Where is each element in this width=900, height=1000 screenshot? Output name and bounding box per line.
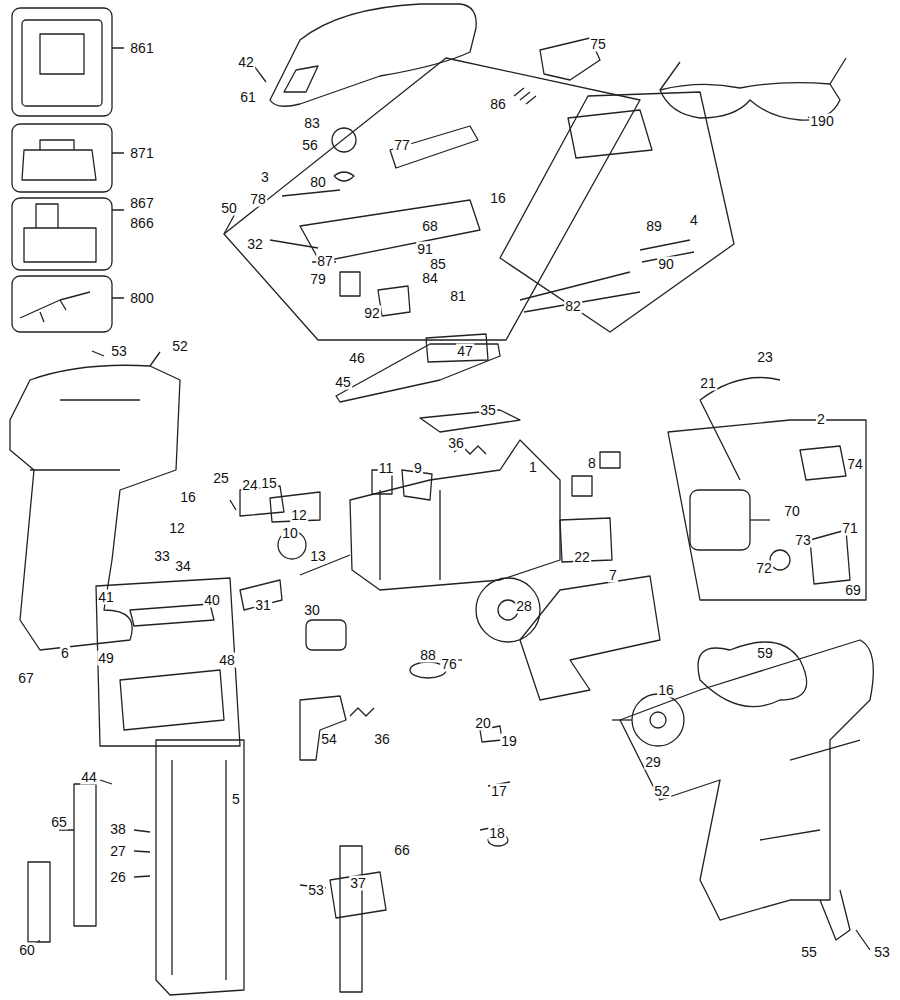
callout-number: 37 bbox=[349, 876, 367, 891]
callout-number: 55 bbox=[800, 945, 818, 960]
callout-number: 69 bbox=[844, 583, 862, 598]
callout-number: 19 bbox=[500, 734, 518, 749]
callout-number: 17 bbox=[490, 784, 508, 799]
callout-number: 867 bbox=[129, 196, 154, 211]
callout-number: 10 bbox=[281, 526, 299, 541]
callout-number: 84 bbox=[421, 271, 439, 286]
callout-number: 23 bbox=[756, 350, 774, 365]
callout-number: 3 bbox=[260, 170, 270, 185]
callout-number: 7 bbox=[608, 568, 618, 583]
callout-number: 65 bbox=[50, 815, 68, 830]
callout-number: 18 bbox=[488, 826, 506, 841]
callout-number: 86 bbox=[489, 97, 507, 112]
callout-number: 75 bbox=[589, 37, 607, 52]
callout-number: 31 bbox=[254, 598, 272, 613]
callout-number: 85 bbox=[429, 257, 447, 272]
callout-number: 36 bbox=[373, 732, 391, 747]
callout-number: 1 bbox=[528, 460, 538, 475]
callout-number: 91 bbox=[416, 242, 434, 257]
callout-number: 47 bbox=[456, 344, 474, 359]
callout-number: 83 bbox=[303, 116, 321, 131]
callout-number: 48 bbox=[218, 653, 236, 668]
callout-number: 13 bbox=[309, 549, 327, 564]
callout-number: 45 bbox=[334, 375, 352, 390]
callout-number: 54 bbox=[320, 732, 338, 747]
callout-number: 41 bbox=[97, 590, 115, 605]
callout-number: 861 bbox=[129, 41, 154, 56]
callout-number: 40 bbox=[203, 593, 221, 608]
callout-number: 16 bbox=[489, 191, 507, 206]
callout-number: 35 bbox=[479, 403, 497, 418]
callout-number: 50 bbox=[220, 201, 238, 216]
callout-number: 16 bbox=[179, 490, 197, 505]
callout-number: 36 bbox=[447, 436, 465, 451]
callout-number: 77 bbox=[393, 138, 411, 153]
callout-number: 8 bbox=[587, 456, 597, 471]
callout-number: 12 bbox=[290, 508, 308, 523]
callout-number: 22 bbox=[573, 550, 591, 565]
callout-number: 68 bbox=[421, 219, 439, 234]
callout-number: 87 bbox=[316, 254, 334, 269]
callout-number: 11 bbox=[378, 461, 395, 476]
callout-number: 28 bbox=[515, 599, 533, 614]
callout-number: 74 bbox=[846, 457, 864, 472]
callout-number: 9 bbox=[413, 461, 423, 476]
callout-number: 27 bbox=[109, 844, 127, 859]
callout-number: 90 bbox=[657, 257, 675, 272]
callout-number: 80 bbox=[309, 175, 327, 190]
callout-number: 34 bbox=[174, 559, 192, 574]
callout-number: 44 bbox=[80, 770, 98, 785]
callout-number: 59 bbox=[756, 646, 774, 661]
callout-number: 78 bbox=[249, 192, 267, 207]
callout-number: 32 bbox=[246, 237, 264, 252]
callout-number: 21 bbox=[699, 376, 717, 391]
callout-number: 190 bbox=[809, 114, 834, 129]
callout-number: 82 bbox=[564, 299, 582, 314]
callout-number: 72 bbox=[755, 561, 773, 576]
callout-number: 29 bbox=[644, 755, 662, 770]
callout-number: 53 bbox=[873, 945, 891, 960]
callout-number: 49 bbox=[97, 651, 115, 666]
callout-number: 53 bbox=[307, 883, 325, 898]
callout-number: 60 bbox=[18, 943, 36, 958]
callout-number: 52 bbox=[171, 339, 189, 354]
callout-number: 866 bbox=[129, 216, 154, 231]
callout-number: 25 bbox=[212, 471, 230, 486]
callout-number: 88 bbox=[419, 648, 437, 663]
callout-number: 16 bbox=[657, 683, 675, 698]
callout-number: 52 bbox=[653, 784, 671, 799]
callout-number: 12 bbox=[168, 521, 186, 536]
callout-number: 15 bbox=[260, 476, 278, 491]
callout-number: 76 bbox=[440, 657, 458, 672]
callout-number: 66 bbox=[393, 843, 411, 858]
callout-number: 79 bbox=[309, 272, 327, 287]
callout-number: 800 bbox=[129, 291, 154, 306]
callout-number: 42 bbox=[237, 55, 255, 70]
callout-number: 6 bbox=[60, 646, 70, 661]
callout-number: 56 bbox=[301, 138, 319, 153]
callout-number: 46 bbox=[348, 351, 366, 366]
callout-number: 4 bbox=[689, 213, 699, 228]
callout-number: 61 bbox=[239, 90, 257, 105]
callout-number: 67 bbox=[17, 671, 35, 686]
callout-number: 871 bbox=[129, 146, 154, 161]
callout-number: 30 bbox=[303, 603, 321, 618]
callout-number: 24 bbox=[241, 478, 259, 493]
callout-number: 20 bbox=[474, 716, 492, 731]
callout-number: 73 bbox=[794, 533, 812, 548]
callout-number: 5 bbox=[231, 792, 241, 807]
callout-number: 81 bbox=[449, 289, 467, 304]
callout-number: 38 bbox=[109, 822, 127, 837]
callout-number: 26 bbox=[109, 870, 127, 885]
callout-number: 2 bbox=[816, 412, 826, 427]
callout-number: 53 bbox=[110, 344, 128, 359]
callout-number: 92 bbox=[363, 306, 381, 321]
callout-number: 71 bbox=[841, 521, 859, 536]
callout-number: 89 bbox=[645, 219, 663, 234]
callout-number: 70 bbox=[783, 504, 801, 519]
callout-number: 33 bbox=[153, 549, 171, 564]
